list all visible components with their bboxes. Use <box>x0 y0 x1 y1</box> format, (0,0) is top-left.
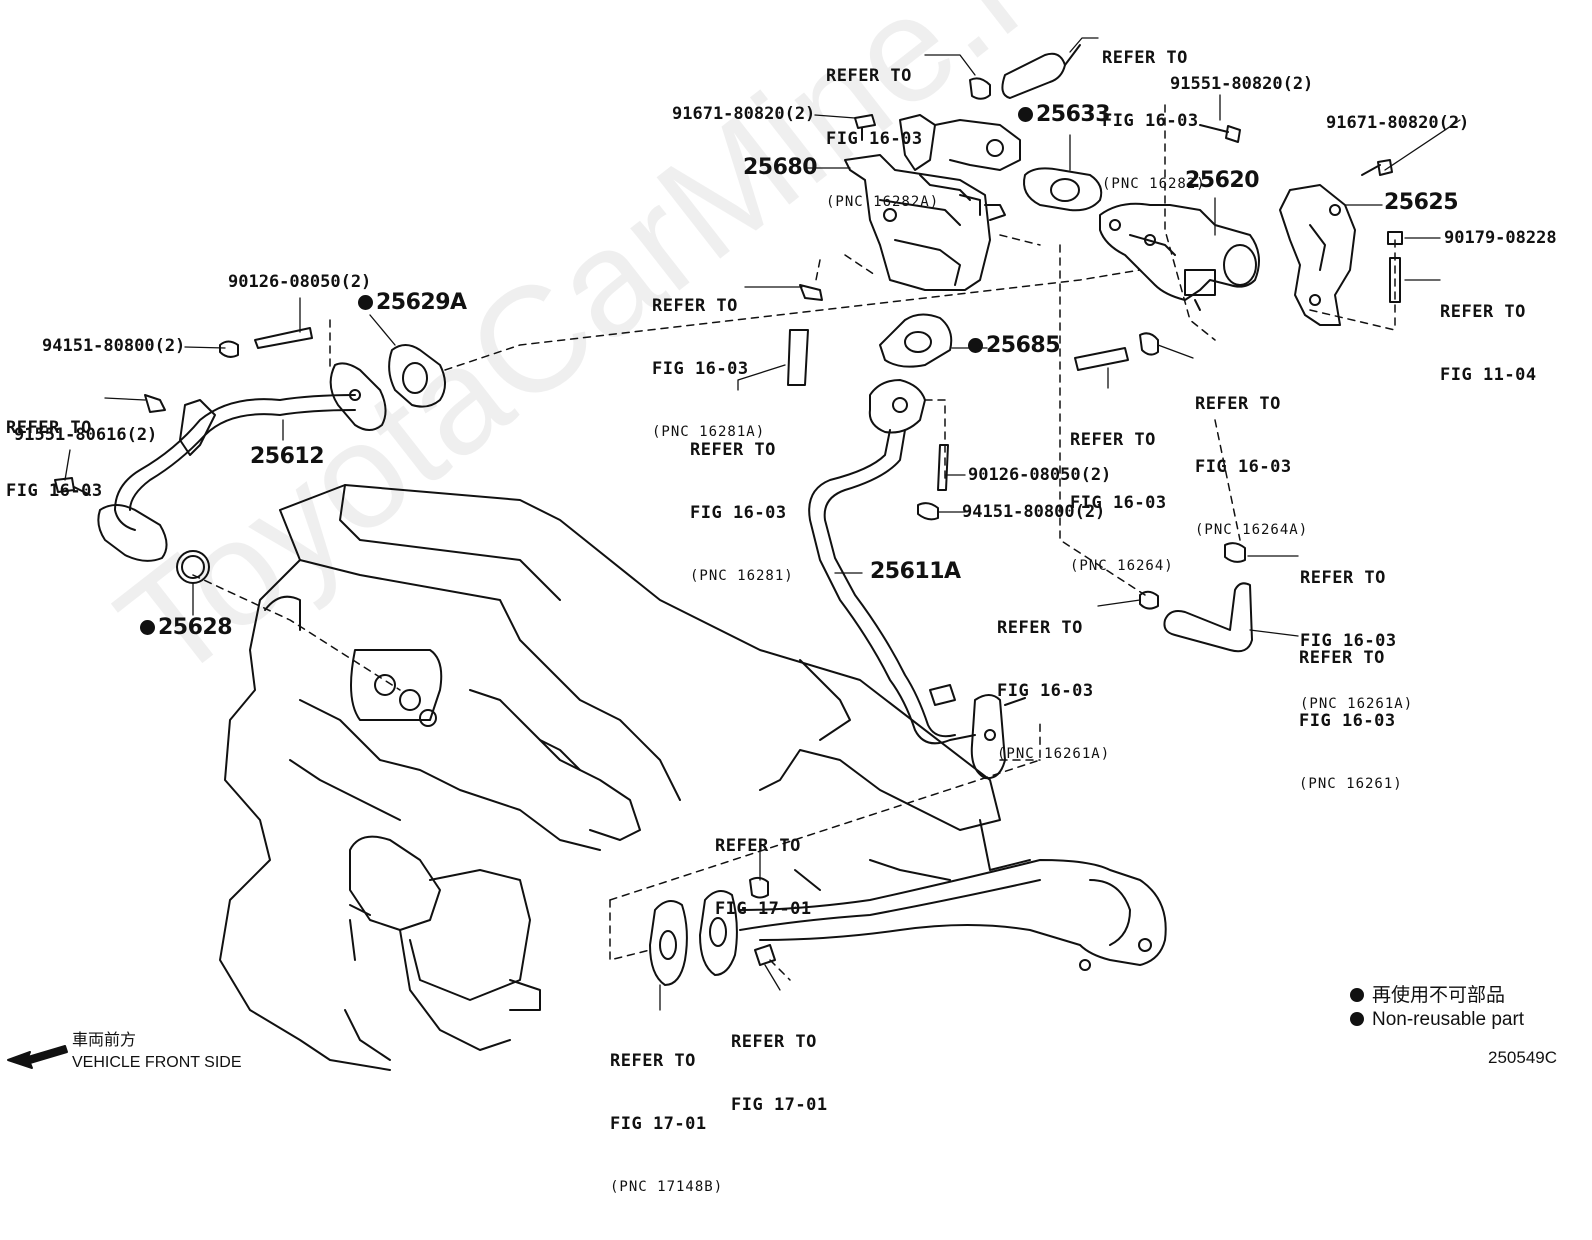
non-reusable-dot-icon <box>1350 1012 1364 1026</box>
refer-label-16281a: REFER TO FIG 16-03 (PNC 16281A) <box>652 296 766 440</box>
refer-label-16281: REFER TO FIG 16-03 (PNC 16281) <box>690 440 794 584</box>
egr-cooler-25680 <box>844 114 1021 291</box>
part-number-25620: 25620 <box>1185 168 1260 193</box>
refer-label-17-01-top: REFER TO FIG 17-01 <box>715 836 812 919</box>
diagram-drawing <box>7 37 1461 1071</box>
vehicle-front-arrow <box>7 1045 68 1069</box>
refer-label-16261: REFER TO FIG 16-03 (PNC 16261) <box>1299 648 1403 792</box>
refer-label-left: REFER TO FIG 16-03 <box>6 418 103 501</box>
part-number-25612: 25612 <box>250 444 325 469</box>
non-reusable-dot-icon <box>358 295 373 310</box>
non-reusable-dot-icon <box>1350 988 1364 1002</box>
non-reusable-dot-icon <box>140 620 155 635</box>
gasket-25633 <box>1023 167 1103 212</box>
parts-diagram: ToyotaCarMine.ru <box>6 0 1558 1195</box>
bolt-number-90126-mid: 90126-08050(2) <box>968 465 1112 485</box>
bottom-gaskets <box>649 876 776 986</box>
bracket-25625 <box>1279 184 1356 326</box>
bolt-number-94151-left: 94151-80800(2) <box>42 336 186 356</box>
bolt-number-90179: 90179-08228 <box>1444 228 1557 248</box>
part-number-25625: 25625 <box>1384 190 1459 215</box>
bolt-number-91671-top: 91671-80820(2) <box>672 104 816 124</box>
refer-label-17148b: REFER TO FIG 17-01 (PNC 17148B) <box>610 1051 724 1195</box>
refer-label-16264a: REFER TO FIG 16-03 (PNC 16264A) <box>1195 394 1309 538</box>
legend: 再使用不可部品 Non-reusable part <box>1350 984 1524 1032</box>
refer-label-16264: REFER TO FIG 16-03 (PNC 16264) <box>1070 430 1174 574</box>
egr-valve-25620 <box>1099 202 1260 311</box>
gasket-25628 <box>176 550 210 584</box>
part-number-25680: 25680 <box>743 155 818 180</box>
refer-label-16261a-right: REFER TO FIG 16-03 (PNC 16261A) <box>1300 568 1414 712</box>
legend-row-jp: 再使用不可部品 <box>1350 984 1524 1008</box>
bolt-number-91551-left: 91551-80616(2) <box>14 425 158 445</box>
leader-lines <box>64 37 1461 1011</box>
legend-row-en: Non-reusable part <box>1350 1008 1524 1032</box>
part-number-25629a: 25629A <box>358 290 467 315</box>
bolt-number-91551-top: 91551-80820(2) <box>1170 74 1314 94</box>
fasteners <box>54 114 1403 521</box>
refer-label-16282: REFER TO FIG 16-03 (PNC 16282) <box>1102 48 1206 192</box>
gasket-25629a <box>388 344 446 408</box>
part-number-25611a: 25611A <box>870 559 961 584</box>
refer-label-fig-11-04: REFER TO FIG 11-04 <box>1440 302 1537 385</box>
refer-label-16282a: REFER TO FIG 16-03 (PNC 16282A) <box>826 66 940 210</box>
bolt-number-90126-left: 90126-08050(2) <box>228 272 372 292</box>
hoses-and-clamps <box>144 44 1253 653</box>
non-reusable-dot-icon <box>968 338 983 353</box>
non-reusable-dot-icon <box>1018 107 1033 122</box>
pipe-25612 <box>97 362 387 562</box>
refer-label-17-01-bottom: REFER TO FIG 17-01 <box>731 1032 828 1115</box>
vehicle-front-note: 車両前方 VEHICLE FRONT SIDE <box>72 1032 242 1071</box>
leader-dashed-lines <box>192 104 1396 981</box>
part-number-25633: 25633 <box>1018 102 1111 127</box>
part-number-25685: 25685 <box>968 333 1061 358</box>
bolt-number-91671-right: 91671-80820(2) <box>1326 113 1470 133</box>
gasket-25685 <box>879 313 953 368</box>
figure-code: 250549C <box>1488 1048 1558 1067</box>
bolt-number-94151-mid: 94151-80800(2) <box>962 502 1106 522</box>
pipe-25611a <box>808 379 1026 780</box>
refer-label-16261a-left: REFER TO FIG 16-03 (PNC 16261A) <box>997 618 1111 762</box>
part-number-25628: 25628 <box>140 615 233 640</box>
engine-block <box>219 484 1001 1071</box>
exhaust-pipe <box>739 819 1167 971</box>
